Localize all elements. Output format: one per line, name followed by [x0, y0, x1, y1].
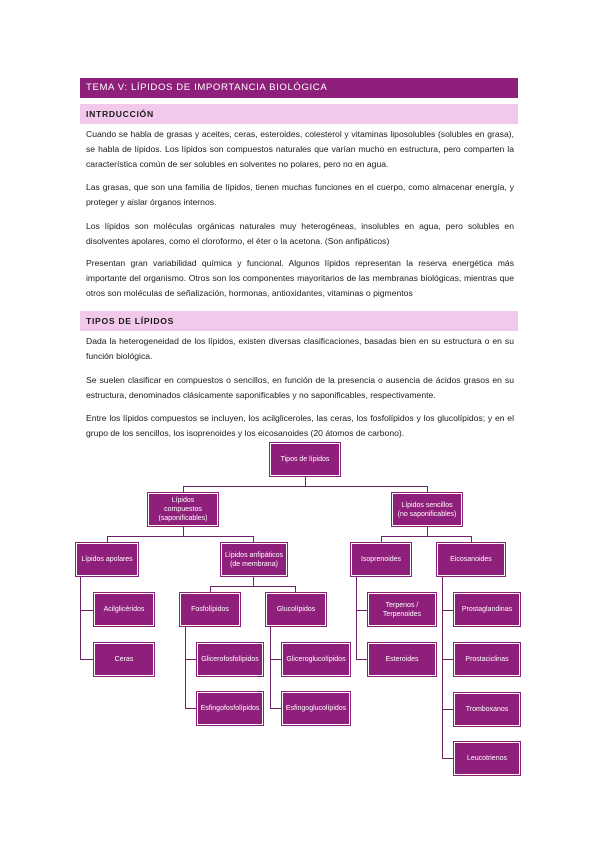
paragraph: Presentan gran variabilidad química y fu…: [86, 258, 514, 298]
node-prostaciclinas: Prostaciclinas: [454, 643, 520, 676]
node-lipidos-compuestos: Lípidos compuestos (saponificables): [148, 493, 218, 526]
section-heading-tipos: TIPOS DE LÍPIDOS: [80, 311, 518, 331]
node-lipidos-apolares: Lípidos apolares: [76, 543, 138, 576]
connector-line: [356, 576, 357, 660]
node-esteroides: Esteroides: [368, 643, 436, 676]
node-fosfolipidos: Fosfolípidos: [180, 593, 240, 626]
node-glicerofosfolipidos: Glicerofosfolípidos: [197, 643, 263, 676]
connector-line: [442, 610, 454, 611]
node-isoprenoides: Isoprenoides: [351, 543, 411, 576]
connector-line: [427, 486, 428, 492]
node-tromboxanos: Tromboxanos: [454, 693, 520, 726]
connector-line: [442, 758, 454, 759]
node-esfingoglucolipidos: Esfingoglucolípidos: [282, 692, 350, 725]
node-ceras: Ceras: [94, 643, 154, 676]
paragraph: Dada la heterogeneidad de los lípidos, e…: [86, 336, 514, 361]
paragraph: Entre los lípidos compuestos se incluyen…: [86, 413, 514, 438]
connector-line: [210, 586, 296, 587]
node-lipidos-anfipaticos: Lípidos anfipáticos (de membrana): [221, 543, 287, 576]
paragraph: Se suelen clasificar en compuestos o sen…: [86, 375, 514, 400]
connector-line: [381, 536, 382, 542]
connector-line: [183, 526, 184, 536]
connector-line: [183, 486, 184, 492]
connector-line: [253, 576, 254, 586]
node-eicosanoides: Eicosanoides: [437, 543, 505, 576]
node-gliceroglucolipidos: Gliceroglucolípidos: [282, 643, 350, 676]
connector-line: [80, 576, 81, 660]
connector-line: [253, 536, 254, 542]
section-heading-introduccion: INTRDUCCIÓN: [80, 104, 518, 124]
connector-line: [356, 659, 368, 660]
connector-line: [183, 486, 428, 487]
connector-line: [270, 626, 271, 709]
connector-line: [442, 709, 454, 710]
node-terpenos: Terpenos / Terpenoides: [368, 593, 436, 626]
connector-line: [356, 610, 368, 611]
connector-line: [270, 659, 282, 660]
connector-line: [295, 586, 296, 592]
connector-line: [381, 536, 472, 537]
paragraph: Cuando se habla de grasas y aceites, cer…: [86, 129, 514, 169]
connector-line: [107, 536, 108, 542]
connector-line: [442, 576, 443, 759]
connector-line: [185, 659, 197, 660]
connector-line: [270, 708, 282, 709]
node-lipidos-sencillos: Lípidos sencillos (no saponificables): [392, 493, 462, 526]
connector-line: [305, 476, 306, 486]
node-prostaglandinas: Prostaglandinas: [454, 593, 520, 626]
page-title: TEMA V: LÍPIDOS DE IMPORTANCIA BIOLÓGICA: [80, 78, 518, 98]
paragraph: Los lípidos son moléculas orgánicas natu…: [86, 221, 514, 246]
connector-line: [185, 708, 197, 709]
connector-line: [80, 659, 94, 660]
connector-line: [471, 536, 472, 542]
node-esfingofosfolipidos: Esfingofosfolípidos: [197, 692, 263, 725]
connector-line: [427, 526, 428, 536]
connector-line: [80, 610, 94, 611]
connector-line: [442, 659, 454, 660]
connector-line: [185, 626, 186, 709]
connector-line: [107, 536, 254, 537]
connector-line: [210, 586, 211, 592]
node-leucotrienos: Leucotrienos: [454, 742, 520, 775]
node-acilgliceridos: Acilglicéridos: [94, 593, 154, 626]
node-root: Tipos de lípidos: [270, 443, 340, 476]
node-glucolipidos: Glucolípidos: [266, 593, 326, 626]
paragraph: Las grasas, que son una familia de lípid…: [86, 182, 514, 207]
